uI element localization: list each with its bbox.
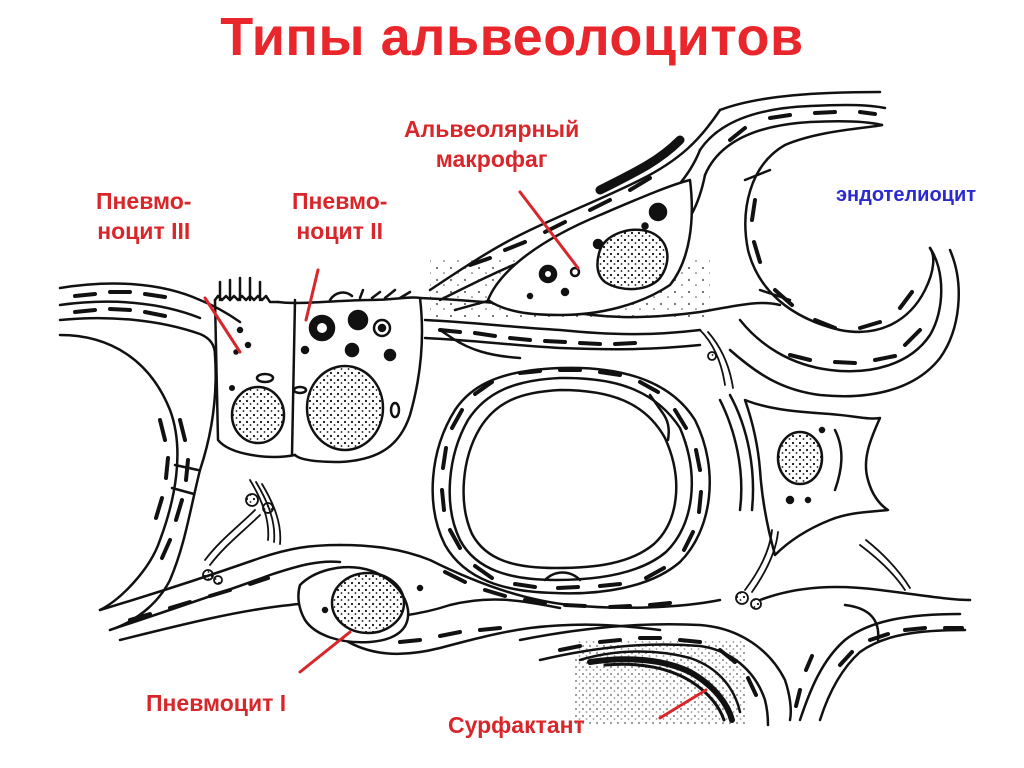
pneumocyte-3-cell	[213, 276, 297, 459]
label-pneumocyte-2: Пневмо- ноцит II	[292, 186, 387, 246]
pointer-line-pneumocyte-2	[304, 268, 320, 322]
label-pneumocyte-2-line-2: ноцит II	[296, 218, 384, 244]
label-endotheliocyte: эндотелиоцит	[836, 184, 977, 206]
lower-right-wall	[518, 585, 972, 727]
label-alveolar-macrophage-line-2: макрофаг	[435, 146, 548, 172]
label-pneumocyte-2-line-1: Пневмо-	[292, 188, 388, 214]
pointer-line-surfactant	[658, 688, 708, 720]
label-pneumocyte-3: Пневмо- ноцит III	[96, 186, 191, 246]
central-capillary	[431, 328, 711, 595]
label-pneumocyte-3-line-2: ноцит III	[97, 218, 191, 244]
label-pneumocyte-1: Пневмоцит I	[146, 690, 287, 716]
label-alveolar-macrophage: Альвеолярный макрофаг	[404, 114, 579, 174]
left-curved-wall	[58, 333, 217, 632]
label-surfactant: Сурфактант	[448, 712, 585, 738]
label-pneumocyte-3-line-1: Пневмо-	[96, 188, 192, 214]
pointer-line-pneumocyte-1	[298, 630, 352, 674]
macrophage-region	[428, 108, 722, 320]
upper-left-alveolar-wall	[58, 282, 242, 357]
pneumocyte-2-cell	[276, 288, 424, 464]
pointer-line-pneumocyte-3	[203, 296, 242, 354]
endotheliocyte-cell	[718, 393, 890, 557]
lower-wall	[98, 543, 722, 656]
pointer-line-macrophage	[518, 190, 580, 270]
label-alveolar-macrophage-line-1: Альвеолярный	[404, 116, 580, 142]
upper-right-capillary	[698, 90, 960, 398]
slide-title: Типы альвеолоцитов	[220, 7, 804, 67]
